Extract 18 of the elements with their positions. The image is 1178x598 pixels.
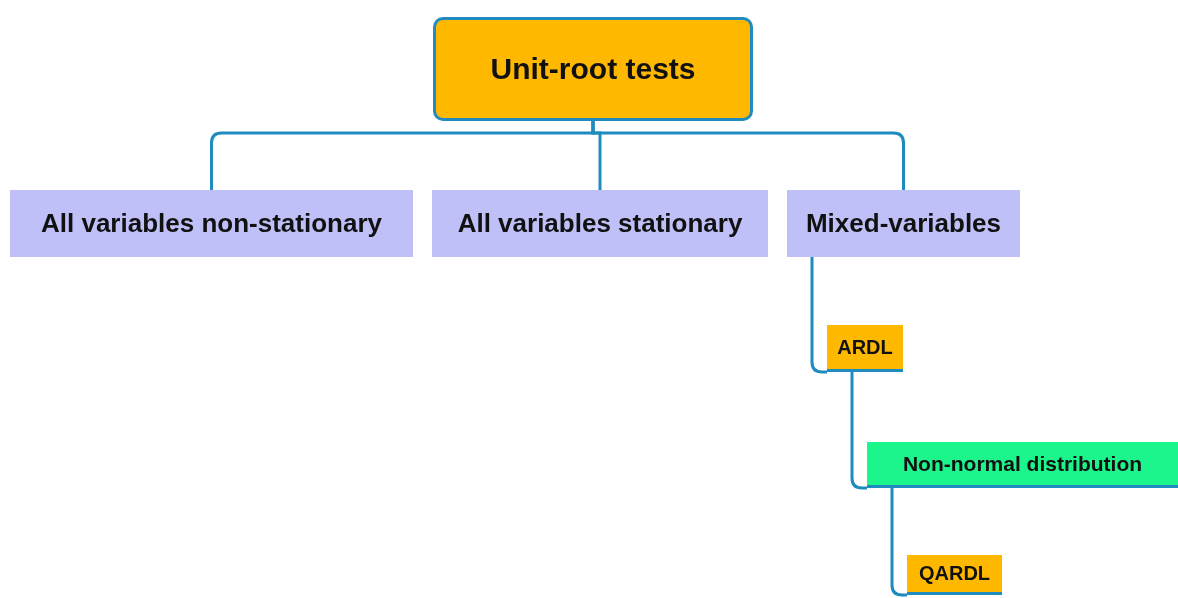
method-box <box>867 442 1178 488</box>
category-box <box>787 190 1020 257</box>
node-label: Non-normal distribution <box>902 451 1143 476</box>
node-label: All variables stationary <box>457 208 743 239</box>
node-label: Mixed-variables <box>805 208 1002 239</box>
connector-line <box>810 257 827 374</box>
method-box <box>907 555 1002 595</box>
connector-line <box>850 372 867 490</box>
node-label: Unit-root tests <box>490 52 696 86</box>
connector-line <box>890 488 907 597</box>
category-box <box>432 190 768 257</box>
category-box <box>10 190 413 257</box>
node-label: All variables non-stationary <box>41 208 382 239</box>
node-label: ARDL <box>837 335 893 359</box>
method-box <box>827 325 903 372</box>
connector-line <box>591 121 905 190</box>
node-label: QARDL <box>918 562 991 585</box>
root-box <box>433 17 753 121</box>
